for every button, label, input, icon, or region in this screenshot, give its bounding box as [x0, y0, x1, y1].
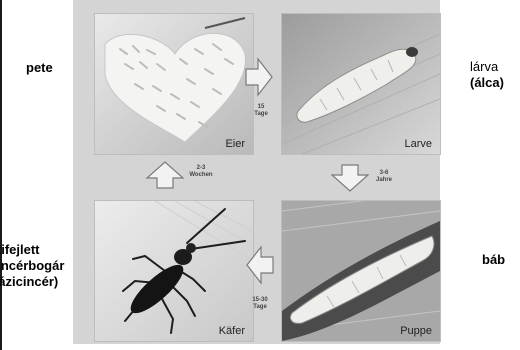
pupa-photo: Puppe — [281, 200, 441, 342]
arrow-eggs-larva-label: 15 Tage — [249, 104, 273, 118]
beetle-photo: Käfer — [94, 200, 254, 342]
arrow-larva-pupa-label: 3-6 Jahre — [373, 170, 395, 184]
eggs-caption: Eier — [225, 138, 245, 150]
arrow-down-icon — [330, 163, 370, 193]
adult-label-line2: cincérbogár — [0, 258, 63, 274]
arrow-beetle-eggs-label: 2-3 Wochen — [186, 165, 216, 179]
pupa-caption: Puppe — [400, 325, 432, 337]
arrow-pupa-beetle-line2: Tage — [246, 304, 274, 311]
pupa-label: báb — [482, 252, 505, 268]
adult-label-line3: (házicincér) — [0, 274, 59, 290]
larva-label: lárva (álca) — [470, 59, 504, 91]
arrow-eggs-larva-line2: Tage — [249, 111, 273, 118]
beetle-caption: Käfer — [219, 325, 245, 337]
larva-label-line2: (álca) — [470, 75, 504, 91]
larva-photo: Larve — [281, 13, 441, 155]
eggs-photo: Eier — [94, 13, 254, 155]
larva-label-line1: lárva — [470, 59, 504, 75]
arrow-pupa-beetle-label: 15-30 Tage — [246, 297, 274, 311]
arrow-beetle-eggs-line2: Wochen — [186, 172, 216, 179]
arrow-larva-pupa-line1: 3-6 — [373, 170, 395, 177]
arrow-larva-pupa-line2: Jahre — [373, 177, 395, 184]
arrow-eggs-larva-line1: 15 — [249, 104, 273, 111]
arrow-left-icon — [245, 245, 275, 285]
egg-label: pete — [26, 60, 53, 76]
adult-label: kifejlett cincérbogár (házicincér) — [0, 242, 73, 290]
life-cycle-panel: Eier Larve — [73, 0, 440, 344]
adult-label-line1: kifejlett — [0, 242, 67, 258]
arrow-up-icon — [145, 160, 185, 190]
left-border-line — [0, 0, 2, 350]
arrow-pupa-beetle-line1: 15-30 — [246, 297, 274, 304]
arrow-beetle-eggs-line1: 2-3 — [186, 165, 216, 172]
larva-caption: Larve — [404, 138, 432, 150]
arrow-right-icon — [244, 57, 274, 97]
